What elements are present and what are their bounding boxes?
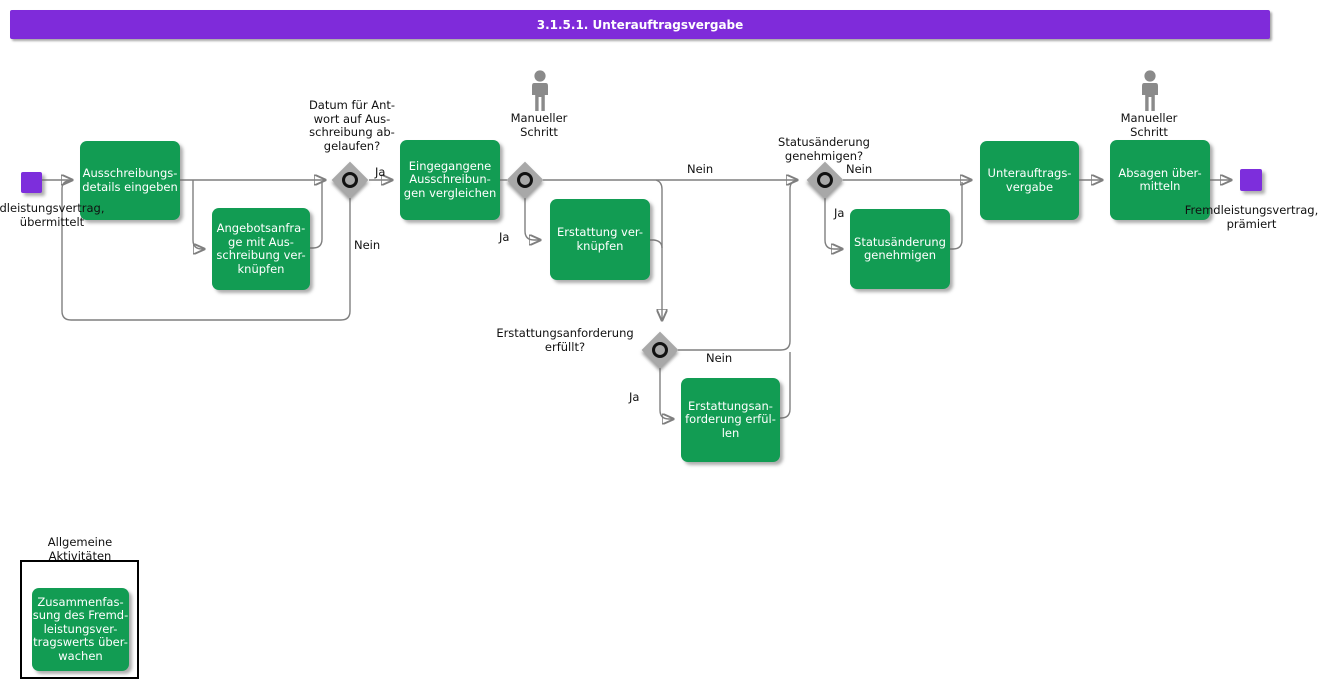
activity-label: Statusänderung genehmigen xyxy=(854,234,946,262)
flow-d3-nein-merge xyxy=(678,180,798,351)
gateway-statusaenderung-genehmigen[interactable] xyxy=(806,161,844,199)
manual-step-label: Manueller Schritt xyxy=(1120,111,1178,139)
edge-label-ja: Ja xyxy=(499,230,510,244)
decision-question-datum: Datum für Ant- wort auf Aus- schreibung … xyxy=(308,98,396,153)
flow-a4-merge xyxy=(650,239,663,249)
manual-step-label: Manueller Schritt xyxy=(510,111,568,139)
flow-a1-to-a2 xyxy=(192,180,204,249)
flow-a6-merge xyxy=(950,182,963,250)
activity-erstattungsanforderung-erfuellen[interactable]: Erstattungsan- forderung erfül- len xyxy=(681,378,780,462)
activity-label: Ausschreibungs- details eingeben xyxy=(82,166,178,194)
flow-down-to-d3 xyxy=(655,179,662,320)
flow-d3-to-a5 xyxy=(659,368,673,419)
edge-label-ja: Ja xyxy=(834,206,845,220)
activity-label: Erstattung ver- knüpfen xyxy=(556,225,644,253)
decision-question-erstattung: Erstattungsanforderung erfüllt? xyxy=(496,326,634,354)
page-title: 3.1.5.1. Unterauftragsvergabe xyxy=(536,17,744,32)
start-event-node[interactable] xyxy=(21,172,42,193)
circle-icon xyxy=(517,172,533,188)
gateway-vergleich-entscheidung[interactable] xyxy=(506,161,544,199)
activity-unterauftragsvergabe[interactable]: Unterauftrags- vergabe xyxy=(980,141,1079,220)
diagram-title-bar: 3.1.5.1. Unterauftragsvergabe xyxy=(10,10,1270,39)
activity-label: Angebotsanfra- ge mit Aus- schreibung ve… xyxy=(216,221,306,276)
activity-statusaenderung-genehmigen[interactable]: Statusänderung genehmigen xyxy=(850,209,950,289)
activity-ausschreibungsdetails-eingeben[interactable]: Ausschreibungs- details eingeben xyxy=(80,141,180,220)
edge-label-nein: Nein xyxy=(687,162,714,176)
activity-fremdleistungsvertragswert-ueberwachen[interactable]: Zusammenfas- sung des Fremd- leistungsve… xyxy=(32,588,129,671)
edge-label-ja: Ja xyxy=(375,165,386,179)
edge-label-ja: Ja xyxy=(629,390,640,404)
flow-a5-merge xyxy=(780,352,791,419)
end-event-node[interactable] xyxy=(1240,169,1262,191)
person-icon xyxy=(1137,70,1163,113)
edge-label-nein: Nein xyxy=(354,238,381,252)
flow-d4-to-a6 xyxy=(824,198,842,249)
person-icon xyxy=(527,70,553,113)
general-activities-title: Allgemeine Aktivitäten xyxy=(47,535,113,563)
flow-d2-to-a4 xyxy=(524,198,540,240)
activity-label: Erstattungsan- forderung erfül- len xyxy=(685,398,776,440)
gateway-erstattungsanforderung-erfuellt[interactable] xyxy=(641,331,679,369)
edge-label-nein: Nein xyxy=(846,162,873,176)
edge-label-nein: Nein xyxy=(706,351,733,365)
circle-icon xyxy=(652,342,668,358)
start-event-label: dleistungsvertrag, übermittelt xyxy=(0,201,105,229)
activity-label: Eingegangene Ausschreibun- gen vergleich… xyxy=(403,158,497,200)
circle-icon xyxy=(342,172,358,188)
flow-d1-nein-loop xyxy=(61,180,351,321)
activity-angebotsanfrage-verknuepfen[interactable]: Angebotsanfra- ge mit Aus- schreibung ve… xyxy=(212,208,310,290)
activity-label: Unterauftrags- vergabe xyxy=(987,166,1072,194)
activity-erstattung-verknuepfen[interactable]: Erstattung ver- knüpfen xyxy=(550,199,650,280)
flow-a2-merge xyxy=(310,181,323,249)
circle-icon xyxy=(817,172,833,188)
end-event-label: Fremdleistungsvertrag, prämiert xyxy=(1184,203,1319,231)
decision-question-status: Statusänderung genehmigen? xyxy=(778,135,870,163)
activity-ausschreibungen-vergleichen[interactable]: Eingegangene Ausschreibun- gen vergleich… xyxy=(400,140,500,220)
activity-label: Zusammenfas- sung des Fremd- leistungsve… xyxy=(32,594,129,663)
activity-absagen-uebermitteln[interactable]: Absagen über- mitteln xyxy=(1110,140,1210,220)
gateway-datum-abgelaufen[interactable] xyxy=(331,161,369,199)
activity-label: Absagen über- mitteln xyxy=(1118,165,1202,193)
